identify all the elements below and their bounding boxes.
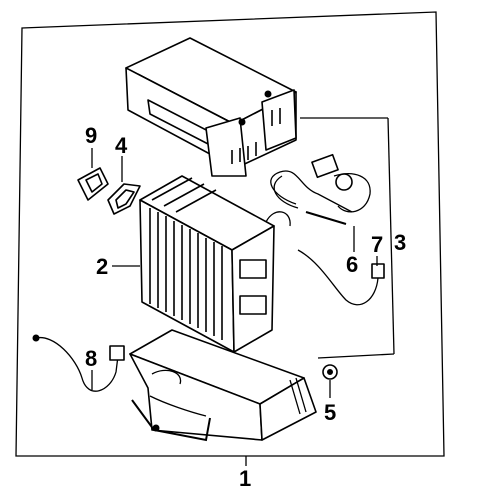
resistor-part-8 (32, 334, 125, 392)
upper-case (125, 37, 297, 177)
callout-6: 6 (346, 252, 358, 277)
callout-1: 1 (239, 466, 251, 491)
callout-5: 5 (324, 400, 336, 425)
callout-3: 3 (394, 230, 406, 255)
callout-2: 2 (96, 254, 108, 279)
seal-part-4 (107, 183, 141, 215)
evaporator-core (139, 175, 291, 353)
assembly-outline (15, 11, 445, 457)
callout-9: 9 (85, 123, 97, 148)
plug-part-5 (322, 364, 338, 380)
callout-8: 8 (85, 346, 97, 371)
callout-7: 7 (371, 232, 383, 257)
expansion-valve-part-6 (270, 153, 371, 225)
leader-lines (91, 117, 395, 466)
grommet-part-9 (77, 167, 109, 201)
callout-4: 4 (115, 133, 128, 158)
lower-case (129, 329, 317, 442)
thermistor-part-7 (297, 249, 385, 306)
